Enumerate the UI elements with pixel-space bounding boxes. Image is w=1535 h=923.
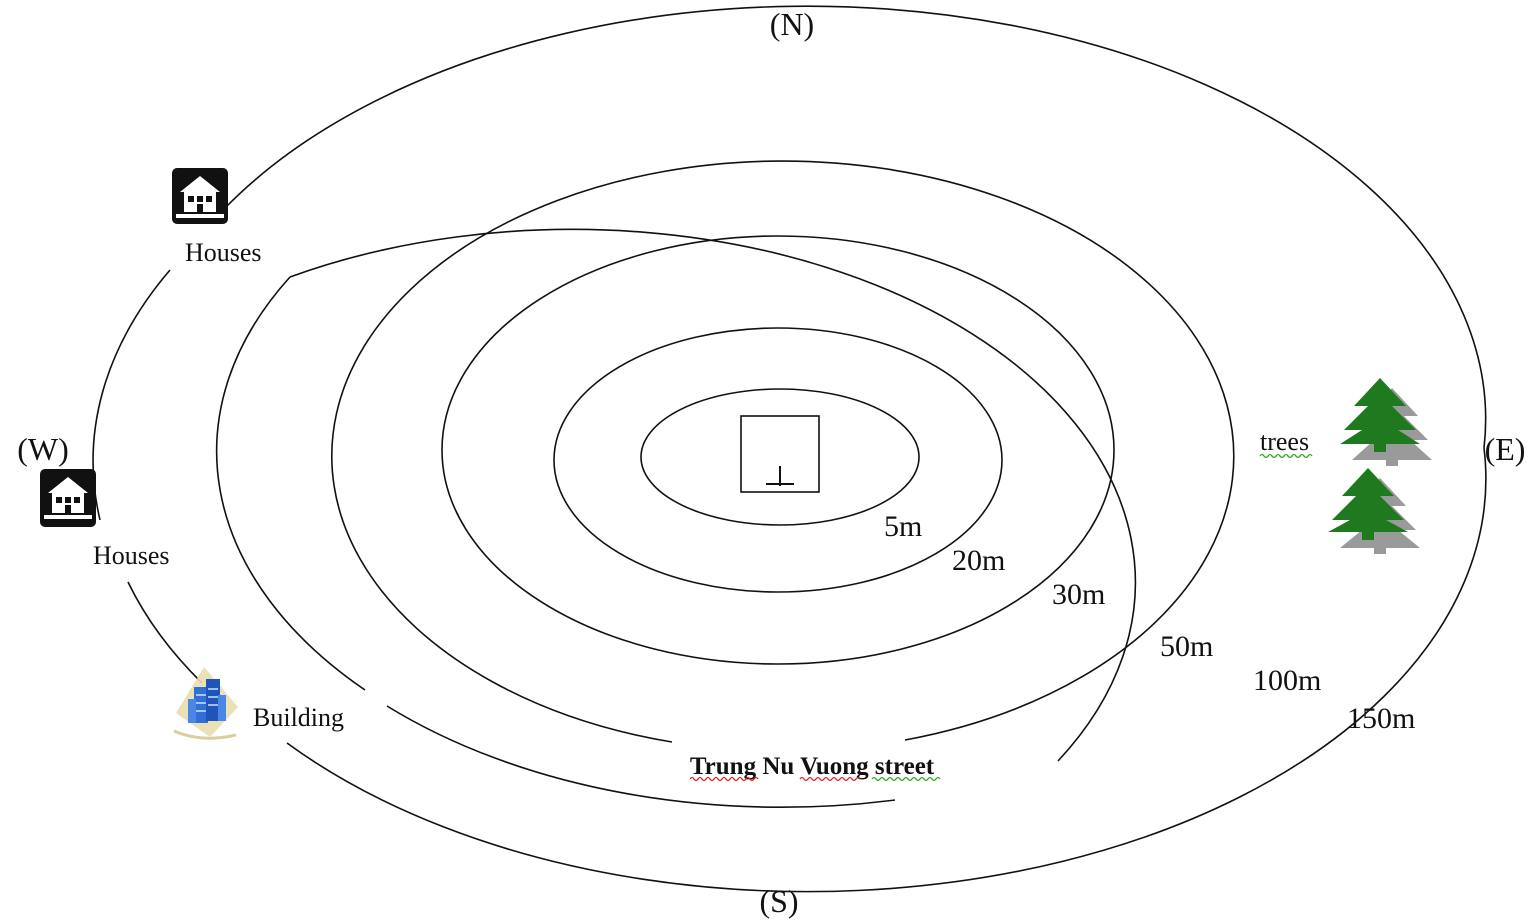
ring-150m-arc-2 [286, 447, 1487, 893]
spellcheck-underlines [689, 453, 1313, 782]
direction-north: (N) [770, 6, 814, 42]
ring-label-20m: 20m [952, 544, 1005, 577]
house-icon-northwest [172, 168, 228, 224]
house-icon-west [40, 469, 96, 527]
ring-label-100m: 100m [1253, 664, 1321, 697]
trees-label: trees [1260, 427, 1309, 456]
ring-100m-arc-1 [289, 228, 1137, 762]
ring-100m-arc-2 [215, 276, 366, 691]
ring-50m [331, 160, 1235, 743]
direction-south: (S) [759, 883, 798, 919]
ring-20m [553, 327, 1003, 593]
ring-30m [441, 235, 1115, 665]
ring-150m-arc-1 [224, 5, 1487, 449]
street-label: Trung Nu Vuong street [690, 753, 935, 780]
ring-label-150m: 150m [1347, 702, 1415, 735]
pine-tree-icon-upper [1340, 378, 1432, 466]
building-icon [173, 667, 238, 740]
ring-label-30m: 30m [1052, 578, 1105, 611]
houses-label-northwest: Houses [185, 238, 262, 267]
pine-tree-icon-lower [1328, 468, 1420, 554]
houses-label-west: Houses [93, 541, 170, 570]
building-label: Building [253, 703, 344, 732]
direction-west: (W) [17, 431, 69, 467]
ring-150m-arc-3 [127, 581, 203, 684]
ring-label-50m: 50m [1160, 630, 1213, 663]
ring-label-5m: 5m [884, 510, 922, 543]
ring-100m-arc-3 [386, 705, 896, 809]
direction-east: (E) [1485, 431, 1526, 467]
ring-5m [640, 388, 920, 526]
sensor-icon [740, 415, 820, 493]
ring-150m-arc-4 [92, 269, 171, 521]
